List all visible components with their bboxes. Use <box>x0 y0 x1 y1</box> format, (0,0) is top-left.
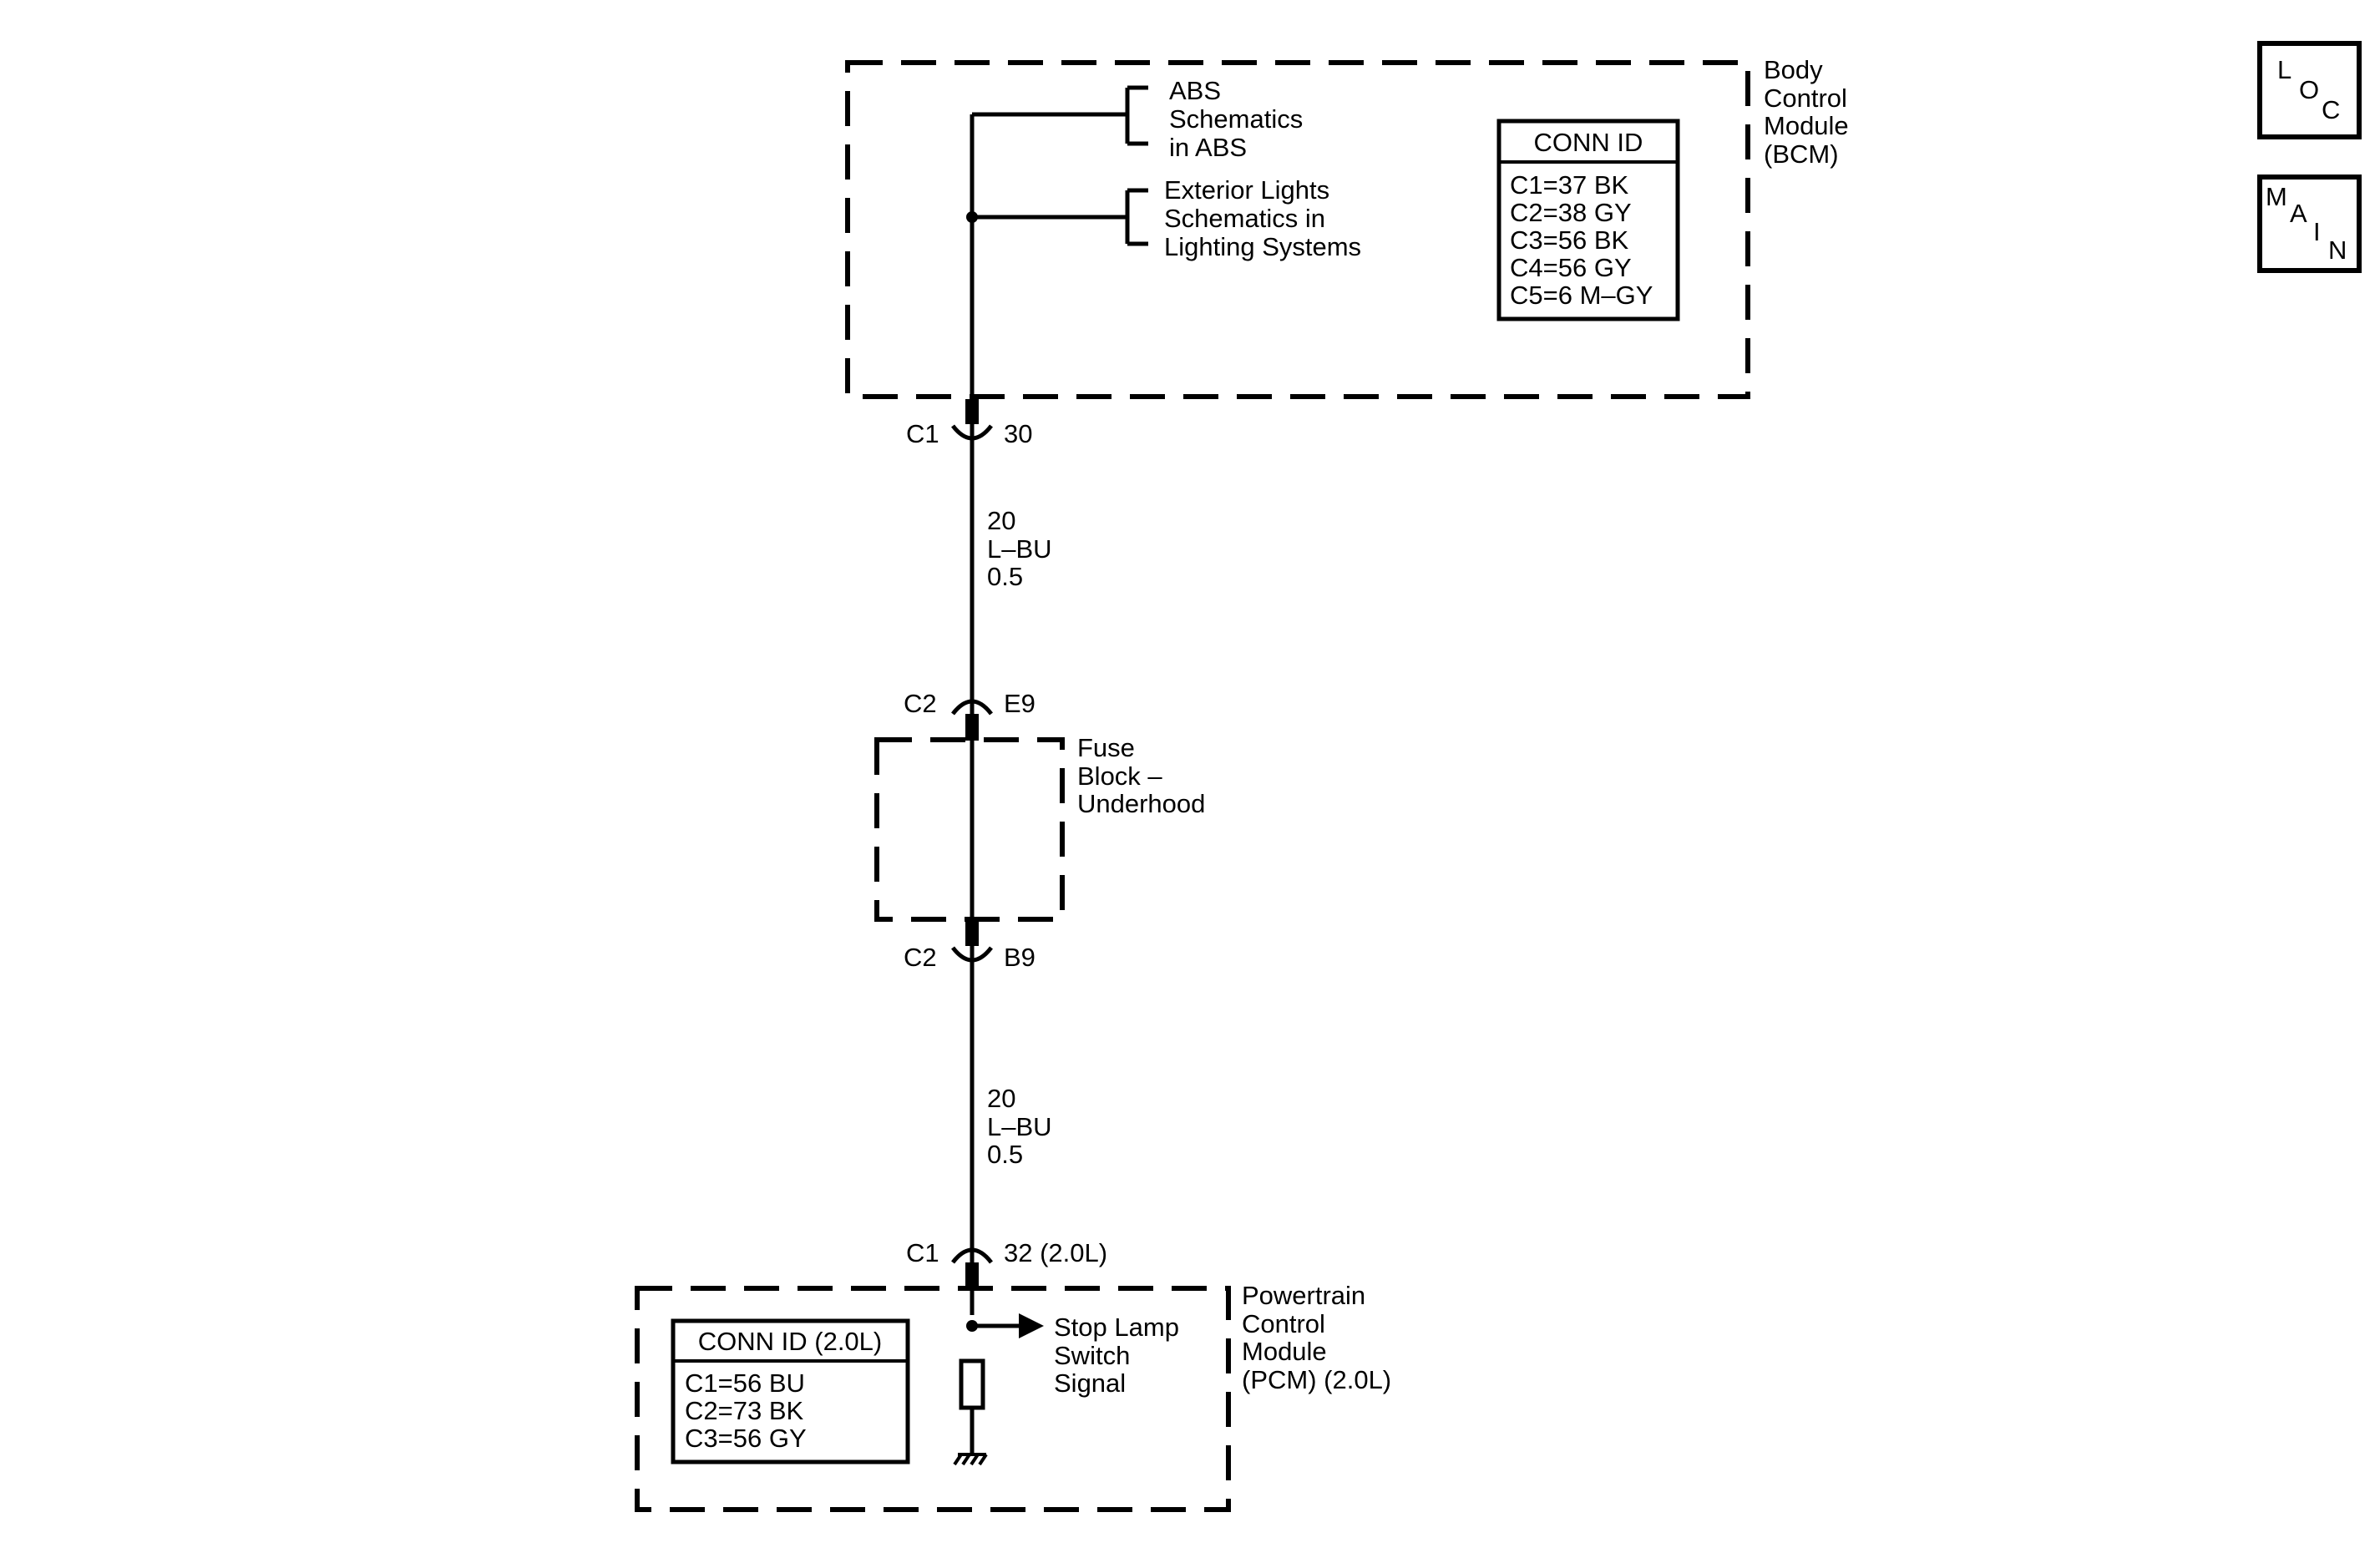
lights-reference-label: Exterior Lights Schematics in Lighting S… <box>1164 175 1361 261</box>
upper-wire-label: 20 L–BU 0.5 <box>987 506 1059 591</box>
resistor-icon <box>959 1358 985 1410</box>
svg-text:B9: B9 <box>1004 943 1036 972</box>
svg-text:C1: C1 <box>906 419 939 448</box>
pcm-conn-row: C1=56 BU <box>685 1368 805 1398</box>
bcm-conn-id-table: CONN ID C1=37 BK C2=38 GY C3=56 BK C4=56… <box>1496 119 1680 321</box>
bcm-conn-row: C2=38 GY <box>1510 198 1632 227</box>
svg-text:30: 30 <box>1004 419 1032 448</box>
bcm-internal-wiring <box>970 112 1127 399</box>
svg-text:C2: C2 <box>904 943 937 972</box>
svg-text:32 (2.0L): 32 (2.0L) <box>1004 1238 1107 1267</box>
loc-letter: C <box>2322 95 2340 124</box>
bcm-module-box <box>845 60 1750 399</box>
bcm-conn-row: C3=56 BK <box>1510 225 1629 255</box>
loc-nav-button[interactable]: L O C <box>2257 41 2362 139</box>
pcm-module-box <box>635 1286 1231 1512</box>
bcm-conn-id-title: CONN ID <box>1534 128 1643 157</box>
svg-text:C2: C2 <box>904 689 937 718</box>
bcm-label: Body Control Module (BCM) <box>1764 55 1856 169</box>
lower-wire-label: 20 L–BU 0.5 <box>987 1084 1059 1169</box>
fuse-block-label: Fuse Block – Underhood <box>1077 733 1205 818</box>
pcm-conn-id-title: CONN ID (2.0L) <box>698 1327 882 1356</box>
splice-dot <box>966 211 978 223</box>
svg-text:C1: C1 <box>906 1238 939 1267</box>
pcm-conn-row: C3=56 GY <box>685 1424 807 1453</box>
connector-pcm-c1: C1 32 (2.0L) <box>906 1238 1107 1287</box>
loc-letter: L <box>2277 55 2291 84</box>
main-letter: M <box>2266 182 2287 211</box>
bcm-conn-row: C4=56 GY <box>1510 253 1632 282</box>
signal-arrow-icon <box>1019 1313 1044 1338</box>
connector-bcm-c1: C1 30 <box>906 399 1032 448</box>
bcm-conn-row: C1=37 BK <box>1510 170 1629 200</box>
main-nav-button[interactable]: M A I N <box>2257 175 2362 273</box>
lights-reference-bracket <box>1125 188 1148 246</box>
main-letter: I <box>2313 217 2321 246</box>
abs-reference-bracket <box>1125 85 1148 146</box>
main-letter: A <box>2290 199 2307 228</box>
abs-reference-label: ABS Schematics in ABS <box>1169 76 1310 162</box>
bcm-conn-row: C5=6 M–GY <box>1510 281 1653 310</box>
ground-icon <box>953 1453 988 1466</box>
stop-lamp-signal-label: Stop Lamp Switch Signal <box>1054 1313 1187 1398</box>
connector-fuse-b9: C2 B9 <box>904 919 1036 972</box>
pcm-label: Powertrain Control Module (PCM) (2.0L) <box>1242 1281 1391 1394</box>
main-letter: N <box>2328 235 2347 265</box>
svg-text:E9: E9 <box>1004 689 1036 718</box>
fuse-block-box <box>874 737 1065 922</box>
pcm-conn-row: C2=73 BK <box>685 1396 804 1425</box>
pcm-conn-id-table: CONN ID (2.0L) C1=56 BU C2=73 BK C3=56 G… <box>671 1318 910 1464</box>
loc-letter: O <box>2299 75 2319 104</box>
connector-fuse-e9: C2 E9 <box>904 689 1036 741</box>
